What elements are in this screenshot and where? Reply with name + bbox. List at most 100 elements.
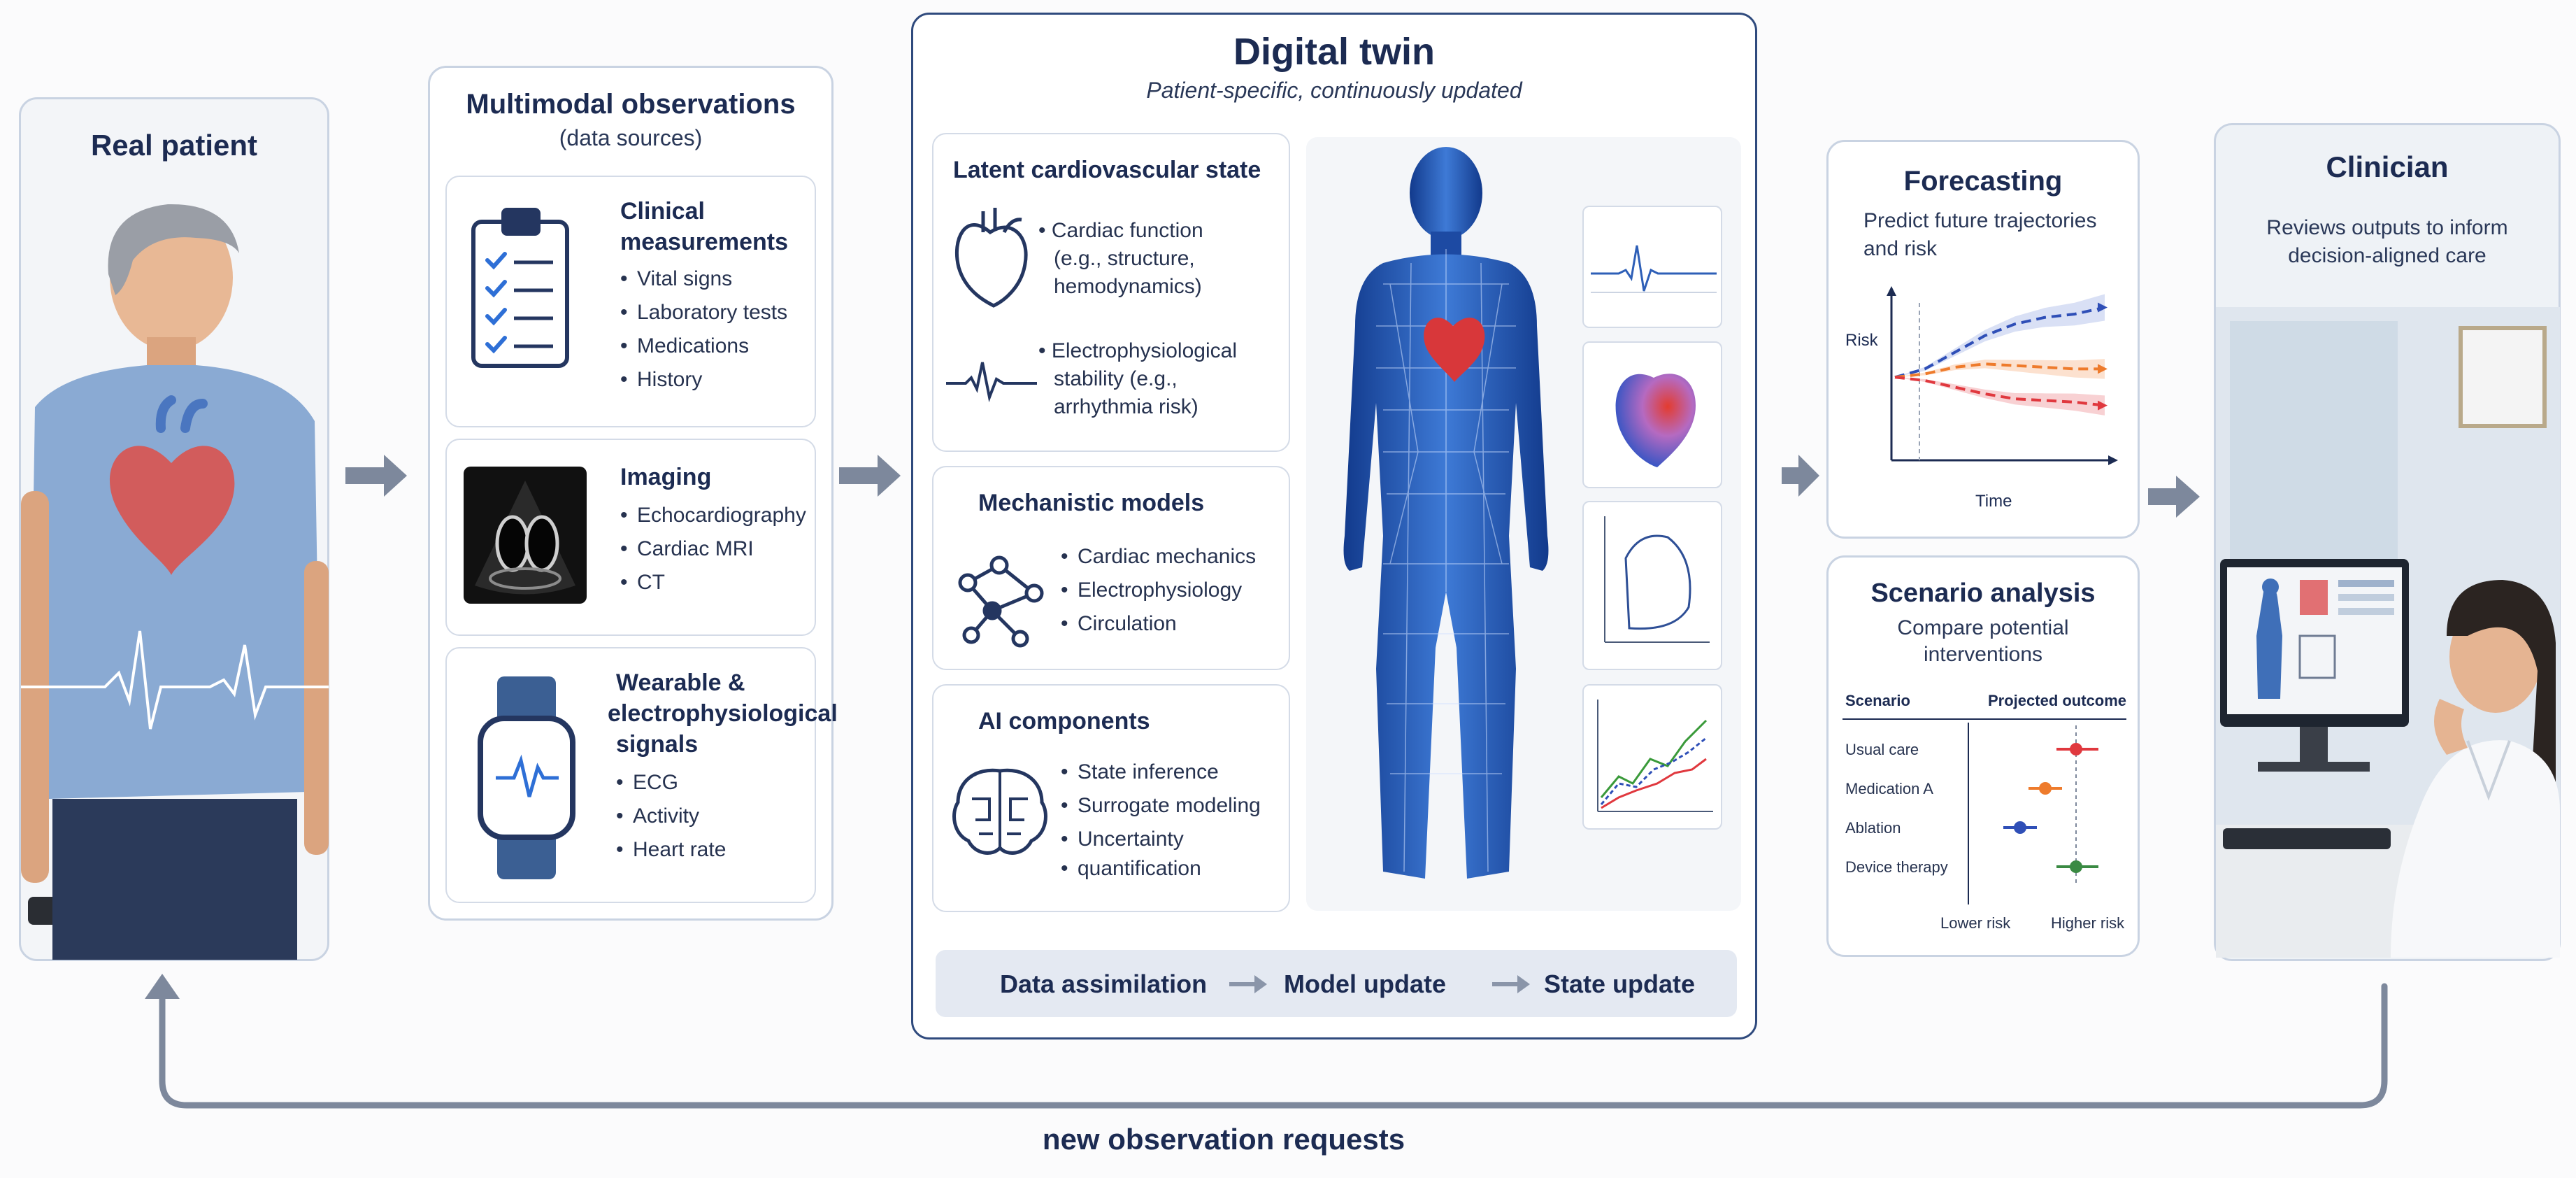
ai-title: AI components: [978, 708, 1150, 735]
list-item: Activity: [616, 800, 726, 833]
wearable-list: ECG Activity Heart rate: [616, 766, 726, 867]
observations-panel: Multimodal observations (data sources) C…: [428, 66, 838, 921]
twin-subtitle: Patient-specific, continuously updated: [1146, 78, 1522, 103]
list-item: Heart rate: [616, 833, 726, 867]
forecast-series-0: [1894, 306, 2105, 379]
list-item: Cardiac mechanics: [1061, 540, 1256, 574]
ecg-thumbnail: [1582, 206, 1722, 328]
latent-title: Latent cardiovascular state: [953, 157, 1261, 183]
forecast-band-2: [1895, 377, 2105, 416]
forecast-y-arrow: [1887, 286, 1896, 296]
list-item: quantification: [1061, 856, 1261, 881]
latent-item2-line3: arrhythmia risk): [1054, 395, 1198, 418]
flow-arrow-4: [2148, 476, 2200, 518]
flow-arrow-2: [839, 455, 901, 497]
clinician-illustration: [2216, 307, 2560, 958]
observations-subtitle: (data sources): [559, 125, 703, 150]
twin-visual-area: [1306, 137, 1741, 911]
digital-twin-body: [1343, 147, 1549, 879]
forecast-ylabel: Risk: [1845, 331, 1878, 350]
loop-arrow-1: [1229, 975, 1267, 993]
list-item: Circulation: [1061, 607, 1256, 641]
brain-icon: [952, 768, 1047, 855]
flow-arrow-1: [345, 455, 407, 497]
patient-illustration: [21, 204, 329, 960]
pv-loop-thumbnail: [1582, 501, 1722, 670]
clinician-panel: Clinician Reviews outputs to inform deci…: [2214, 123, 2561, 961]
latent-state-card: Latent cardiovascular state • Cardiac fu…: [932, 133, 1290, 452]
clinical-title-line2: measurements: [620, 229, 789, 255]
list-item: Medications: [620, 329, 787, 363]
latent-item2: • Electrophysiological stability (e.g., …: [1038, 337, 1237, 421]
list-item: ECG: [616, 766, 726, 800]
scenario-col1-header: Scenario: [1845, 692, 1910, 709]
clipboard-icon: [471, 208, 569, 368]
list-item: Echocardiography: [620, 499, 806, 532]
scenario-axis-low: Lower risk: [1940, 914, 2011, 932]
clinician-desc-line1: Reviews outputs to inform: [2266, 216, 2508, 239]
latent-item1-line1: • Cardiac function: [1038, 219, 1203, 242]
trend-lines: [1597, 700, 1713, 812]
smartwatch-icon: [478, 676, 575, 879]
loop-arrow-2: [1492, 975, 1530, 993]
forecast-series-2: [1894, 376, 2105, 407]
latent-item1-line3: hemodynamics): [1054, 275, 1202, 298]
real-patient-panel: Real patient: [19, 97, 329, 961]
list-item: Electrophysiology: [1061, 574, 1256, 607]
scenario-title: Scenario analysis: [1870, 579, 2096, 608]
wearable-title-line1: Wearable &: [616, 669, 745, 696]
wearable-card: Wearable & electrophysiological signals …: [445, 647, 838, 903]
clinician-desc-line2: decision-aligned care: [2288, 244, 2486, 267]
scenario-forest-plot: [1968, 723, 2098, 904]
ecg-waveform-icon: [946, 362, 1037, 403]
pv-loop: [1604, 516, 1710, 643]
scenario-row-label-1: Medication A: [1845, 780, 1933, 797]
scenario-row-label-0: Usual care: [1845, 741, 1919, 758]
ai-list: State inference Surrogate modeling Uncer…: [1061, 755, 1261, 881]
wearable-title-line3: signals: [616, 731, 699, 758]
observations-title: Multimodal observations: [466, 89, 796, 120]
forecast-xlabel: Time: [1975, 492, 2012, 511]
loop-step-data-assimilation: Data assimilation: [1000, 970, 1208, 998]
forecast-chart: [1887, 286, 2118, 465]
forecast-series-arrow-1: [2098, 364, 2108, 374]
forecast-series-arrow-0: [2098, 302, 2108, 313]
list-item: Vital signs: [620, 262, 787, 296]
forecast-x-arrow: [2108, 455, 2118, 465]
real-patient-title: Real patient: [90, 129, 258, 162]
scenario-desc-line1: Compare potential: [1897, 616, 2069, 639]
trend-thumbnail: [1582, 684, 1722, 830]
heart-outline-icon: [954, 208, 1028, 308]
forecast-series-arrow-2: [2098, 400, 2108, 411]
forecasting-title: Forecasting: [1903, 166, 2063, 197]
twin-title: Digital twin: [1233, 31, 1435, 73]
clinical-measurements-card: Clinical measurements Vital signs Labora…: [445, 176, 816, 427]
forecasting-desc-line2: and risk: [1863, 237, 1938, 260]
list-item: Surrogate modeling: [1061, 789, 1261, 823]
latent-item2-line2: stability (e.g.,: [1054, 367, 1178, 390]
echo-image-icon: [464, 467, 587, 604]
mechanistic-models-card: Mechanistic models Cardiac mechanics Ele…: [932, 466, 1290, 670]
network-graph-icon: [958, 555, 1044, 648]
mechanistic-title: Mechanistic models: [978, 490, 1205, 516]
ai-components-card: AI components State inference Surrogate …: [932, 684, 1290, 912]
latent-item1-line2: (e.g., structure,: [1054, 247, 1195, 270]
scenario-row-label-2: Ablation: [1845, 819, 1901, 837]
digital-twin-panel: Digital twin Patient-specific, continuou…: [911, 13, 1757, 1039]
forecast-band-1: [1895, 359, 2105, 379]
forecasting-panel: Forecasting Predict future trajectories …: [1826, 140, 2140, 539]
latent-item2-line1: • Electrophysiological: [1038, 339, 1237, 362]
feedback-label: new observation requests: [1042, 1123, 1405, 1156]
scenario-col2-header: Projected outcome: [1988, 692, 2127, 709]
scenario-point-1: [2039, 782, 2052, 795]
loop-step-state-update: State update: [1544, 970, 1696, 998]
scenario-desc-line2: interventions: [1923, 643, 2043, 666]
flow-arrow-3: [1782, 455, 1819, 497]
imaging-title: Imaging: [620, 464, 712, 490]
scenario-header-rule: [1842, 718, 2126, 720]
mechanistic-list: Cardiac mechanics Electrophysiology Circ…: [1061, 540, 1256, 641]
list-item: History: [620, 363, 787, 397]
imaging-card: Imaging Echocardiography Cardiac MRI CT: [445, 439, 816, 636]
clinician-title: Clinician: [2326, 150, 2449, 183]
